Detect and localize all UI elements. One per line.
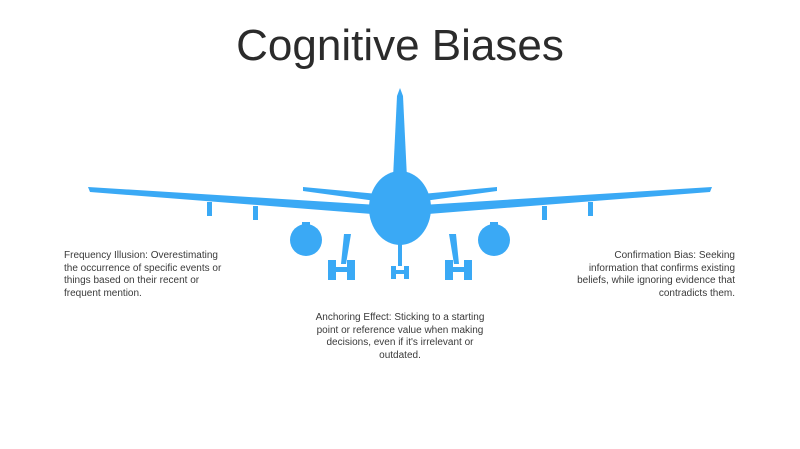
right-wing-fence-outer [588,202,593,216]
page-title: Cognitive Biases [236,21,564,70]
nose-gear-axle [391,270,409,274]
left-stabilizer [303,187,378,201]
left-wing-fence-outer [207,202,212,216]
fuselage [369,171,431,245]
frequency-illusion-text: Frequency Illusion: Overestimating the o… [64,250,222,299]
right-wing-fence-inner [542,206,547,220]
right-wing [422,187,712,214]
left-wing [88,187,378,214]
left-gear-strut [341,234,351,264]
anchoring-effect-text: Anchoring Effect: Sticking to a starting… [315,312,485,361]
left-wing-fence-inner [253,206,258,220]
right-stabilizer [422,187,497,201]
confirmation-bias-text: Confirmation Bias: Seeking information t… [577,250,735,299]
nose-gear-strut [398,244,402,266]
right-engine [478,224,510,256]
right-gear-axle [445,267,472,272]
right-gear-strut [449,234,459,264]
left-engine [290,224,322,256]
vertical-fin [393,88,407,178]
left-gear-axle [328,267,355,272]
